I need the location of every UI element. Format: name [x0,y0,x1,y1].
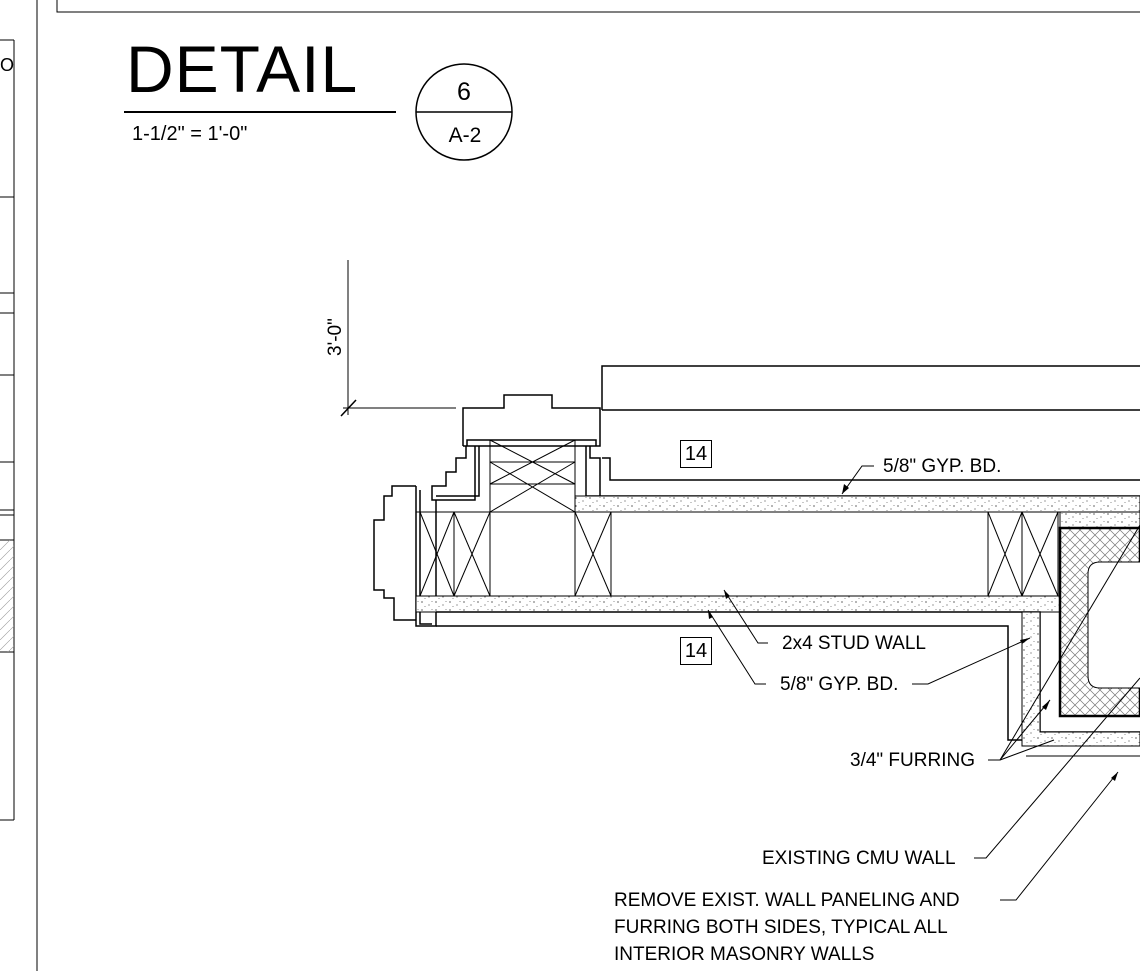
note-gyp-top: 5/8" GYP. BD. [883,456,1002,477]
detail-number: 6 [457,78,471,106]
cap-trim [462,394,601,447]
dimension-label: 3'-0" [325,318,346,356]
leader-arrowheads [708,484,1118,781]
note-gyp-bottom: 5/8" GYP. BD. [780,674,899,695]
tag-number: 14 [684,443,708,465]
note-remove-paneling: REMOVE EXIST. WALL PANELING AND FURRING … [614,891,960,972]
title-block-hatch [0,540,14,652]
dimension-marker [340,260,456,417]
leader-lines [707,465,1140,901]
note-stud-wall: 2x4 STUD WALL [782,633,926,654]
counter-top [601,365,1140,481]
gyp-board-top [574,495,1140,513]
sheet-frame [36,0,1140,971]
note-line: REMOVE EXIST. WALL PANELING AND [614,890,960,911]
note-furring: 3/4" FURRING [850,750,975,771]
note-cmu-wall: EXISTING CMU WALL [762,848,956,869]
detail-scale: 1-1/2" = 1'-0" [132,123,248,145]
tag-box-bottom: 14 [680,637,712,665]
tag-box-top: 14 [680,440,712,468]
title-block-edge-text: OP [0,56,14,74]
note-line: INTERIOR MASONRY WALLS [614,944,875,965]
furring-strip [1021,611,1140,747]
gyp-board-bottom [415,511,1140,613]
detail-bubble [415,63,513,161]
detail-title: DETAIL [126,32,359,106]
cmu-void [1087,561,1140,689]
tag-number: 14 [684,640,708,662]
note-line: FURRING BOTH SIDES, TYPICAL ALL [614,917,948,938]
stepped-trim [431,446,1140,501]
sheet-reference: A-2 [448,124,482,147]
title-block-edge [0,39,15,821]
